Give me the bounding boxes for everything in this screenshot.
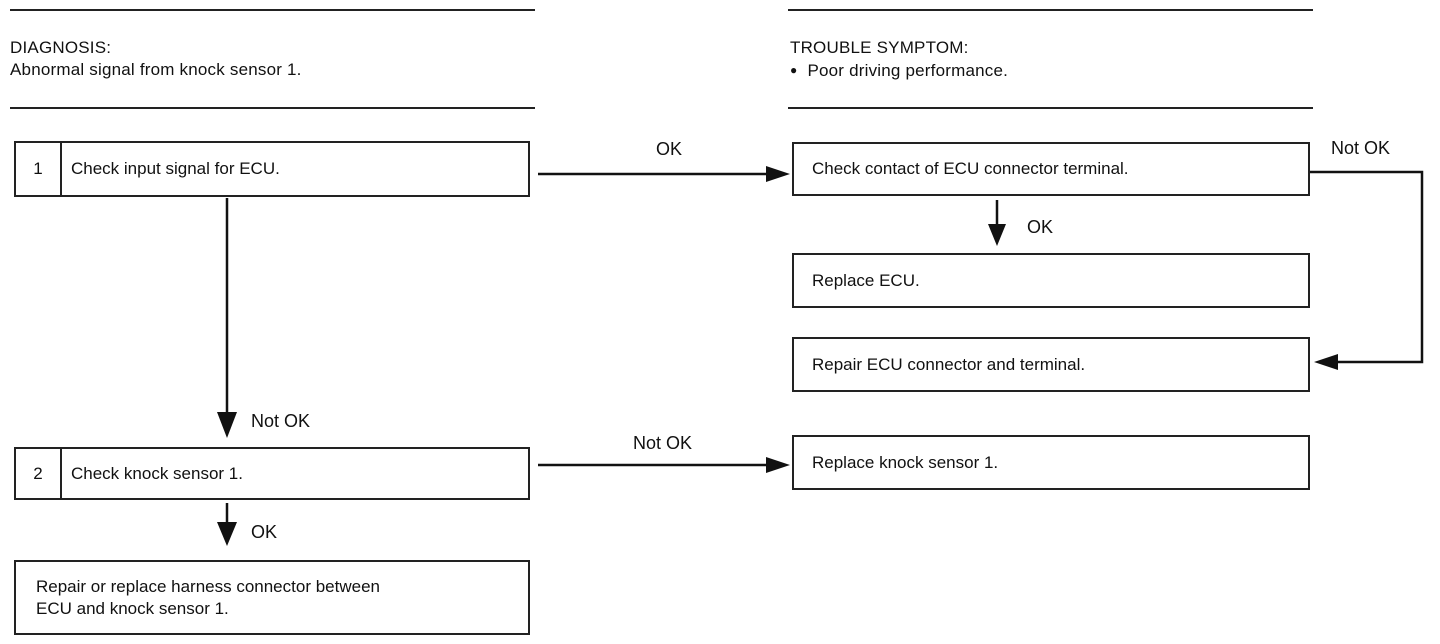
label-step1-not-ok: Not OK [251, 411, 311, 431]
symptom-bottom-rule [788, 107, 1313, 109]
label-contact-ok: OK [1027, 217, 1054, 237]
arrowhead-step1-ok [766, 166, 790, 182]
replace-ecu-text: Replace ECU. [812, 270, 920, 290]
repair-harness-line-1: Repair or replace harness connector betw… [36, 576, 380, 596]
diagnosis-heading: DIAGNOSIS: [10, 38, 112, 57]
label-step1-ok: OK [656, 139, 683, 159]
step-1-box: 1 Check input signal for ECU. [14, 141, 530, 197]
trouble-symptom-text: Poor driving performance. [807, 61, 1009, 80]
label-step2-ok: OK [251, 522, 278, 542]
step-1-text: Check input signal for ECU. [71, 159, 280, 178]
repair-harness-line-2: ECU and knock sensor 1. [36, 598, 229, 618]
label-contact-not-ok: Not OK [1331, 138, 1391, 158]
replace-ecu-box: Replace ECU. [792, 253, 1310, 308]
check-contact-text: Check contact of ECU connector terminal. [812, 159, 1129, 178]
replace-sensor-box: Replace knock sensor 1. [792, 435, 1310, 490]
diagnosis-text: Abnormal signal from knock sensor 1. [10, 60, 302, 79]
diagnosis-bottom-rule [10, 107, 535, 109]
repair-connector-box: Repair ECU connector and terminal. [792, 337, 1310, 392]
repair-harness-box: Repair or replace harness connector betw… [14, 560, 530, 635]
arrowhead-contact-not-ok [1314, 354, 1338, 370]
arrowhead-step1-not-ok [217, 412, 237, 438]
replace-sensor-text: Replace knock sensor 1. [812, 452, 999, 472]
repair-harness-text: Repair or replace harness connector betw… [36, 562, 380, 633]
repair-connector-text: Repair ECU connector and terminal. [812, 354, 1086, 374]
trouble-symptom-section: TROUBLE SYMPTOM: ● Poor driving performan… [790, 37, 1008, 82]
step-2-text: Check knock sensor 1. [71, 463, 243, 483]
arrowhead-step2-ok [217, 522, 237, 546]
trouble-symptom-item: ● Poor driving performance. [790, 59, 1008, 82]
diagnosis-section: DIAGNOSIS: Abnormal signal from knock se… [10, 37, 302, 81]
diagnosis-top-rule [10, 9, 535, 11]
step-2-box: 2 Check knock sensor 1. [14, 447, 530, 500]
step-2-number: 2 [16, 449, 62, 498]
arrow-contact-not-ok [1310, 170, 1424, 364]
arrowhead-contact-ok [988, 224, 1006, 246]
bullet-icon: ● [790, 63, 798, 77]
label-step2-not-ok: Not OK [633, 433, 693, 453]
arrowhead-step2-not-ok [766, 457, 790, 473]
step-1-number: 1 [16, 143, 62, 195]
trouble-symptom-heading: TROUBLE SYMPTOM: [790, 38, 969, 57]
symptom-top-rule [788, 9, 1313, 11]
check-contact-box: Check contact of ECU connector terminal. [792, 142, 1310, 196]
